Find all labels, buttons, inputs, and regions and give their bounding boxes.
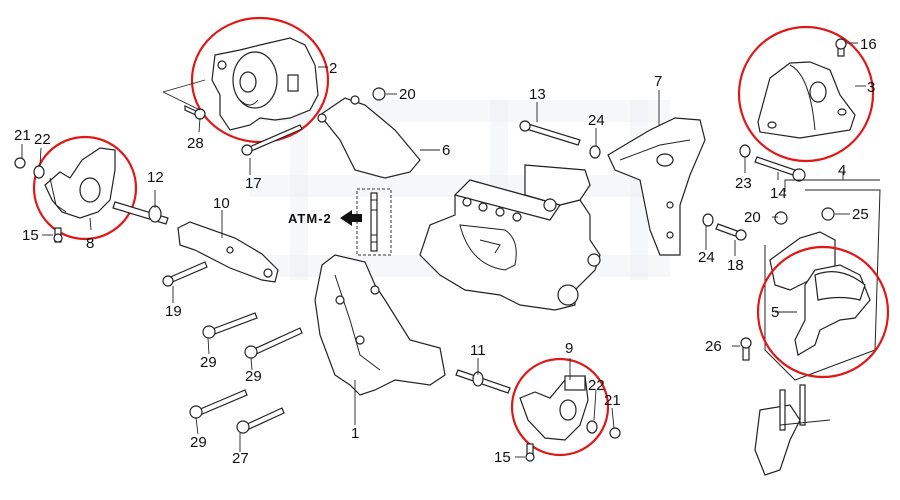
callout-9[interactable]: 9 — [565, 340, 573, 357]
callout-22-right[interactable]: 22 — [588, 377, 605, 394]
highlight-circle-part-8 — [32, 135, 138, 241]
part-3-rear-mount — [757, 61, 856, 139]
callout-29-a[interactable]: 29 — [200, 354, 217, 371]
stud-atm-2 — [356, 188, 392, 256]
callout-24-bottom[interactable]: 24 — [698, 249, 715, 266]
callout-20-top[interactable]: 20 — [399, 86, 416, 103]
fasteners — [14, 38, 847, 476]
callout-8[interactable]: 8 — [86, 235, 94, 252]
callout-18[interactable]: 18 — [727, 257, 744, 274]
atm-arrow-icon — [340, 210, 362, 226]
callout-22-left[interactable]: 22 — [34, 131, 51, 148]
part-1-bracket — [314, 254, 446, 396]
engine-block — [419, 164, 601, 311]
callout-1[interactable]: 1 — [351, 425, 359, 442]
callout-21-right[interactable]: 21 — [604, 392, 621, 409]
callout-15-bottom[interactable]: 15 — [494, 449, 511, 466]
callout-7[interactable]: 7 — [654, 73, 662, 90]
callout-labels: 1 2 3 4 5 6 7 8 9 10 11 12 13 14 15 15 1… — [14, 36, 877, 467]
callout-6[interactable]: 6 — [442, 142, 450, 159]
callout-17[interactable]: 17 — [245, 175, 262, 192]
highlight-circle-part-5 — [756, 245, 890, 379]
part-10-torque-rod — [177, 221, 279, 283]
part-9-rear-mount — [519, 375, 589, 441]
callout-20-right[interactable]: 20 — [744, 209, 761, 226]
callout-24-top[interactable]: 24 — [588, 112, 605, 129]
part-7-bracket — [607, 117, 706, 256]
atm-reference-label[interactable]: ATM-2 — [288, 211, 332, 226]
callout-12[interactable]: 12 — [147, 169, 164, 186]
callout-14[interactable]: 14 — [770, 185, 787, 202]
callout-21-left[interactable]: 21 — [14, 127, 31, 144]
part-6-bracket — [317, 95, 421, 179]
leader-lines — [21, 42, 880, 458]
callout-2[interactable]: 2 — [329, 60, 337, 77]
callout-13[interactable]: 13 — [529, 86, 546, 103]
callout-16[interactable]: 16 — [860, 36, 877, 53]
callout-29-c[interactable]: 29 — [190, 434, 207, 451]
callout-28[interactable]: 28 — [187, 135, 204, 152]
highlight-circle-part-9 — [510, 357, 610, 457]
callout-29-b[interactable]: 29 — [245, 368, 262, 385]
callout-23[interactable]: 23 — [735, 175, 752, 192]
part-2-transmission-mount — [211, 37, 319, 131]
callout-25[interactable]: 25 — [852, 206, 869, 223]
callout-3[interactable]: 3 — [867, 79, 875, 96]
callout-15-left[interactable]: 15 — [22, 227, 39, 244]
callout-5[interactable]: 5 — [771, 304, 779, 321]
highlight-circle-part-3 — [737, 25, 875, 163]
part-5-side-mount — [769, 231, 871, 356]
callout-4[interactable]: 4 — [838, 162, 846, 179]
callout-11[interactable]: 11 — [470, 342, 486, 359]
callout-19[interactable]: 19 — [165, 303, 182, 320]
callout-27[interactable]: 27 — [232, 450, 249, 467]
part-4-box — [764, 189, 881, 381]
callout-10[interactable]: 10 — [213, 195, 230, 212]
part-8-front-mount — [44, 147, 116, 219]
callout-26[interactable]: 26 — [705, 338, 722, 355]
